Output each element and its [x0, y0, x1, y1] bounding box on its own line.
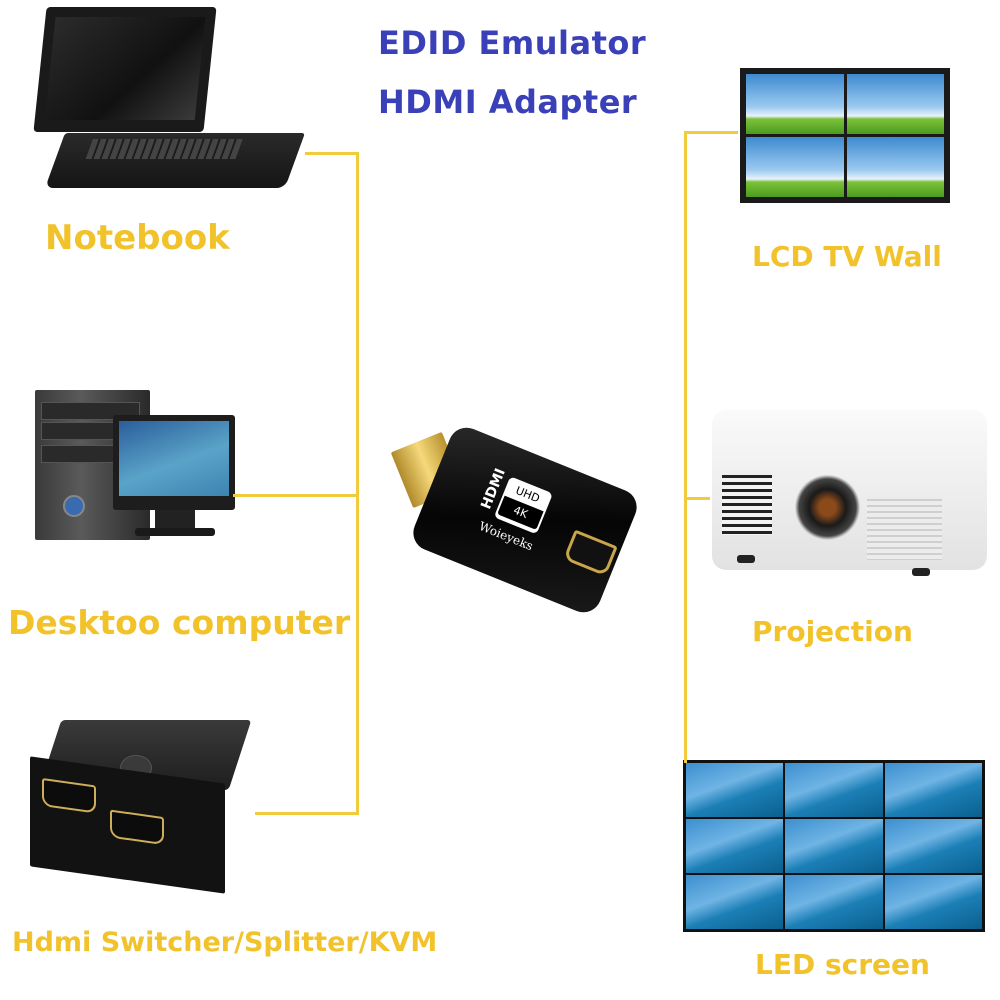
connector-left-trunk — [356, 152, 359, 815]
source-label-switcher: Hdmi Switcher/Splitter/KVM — [12, 927, 438, 958]
desktop-computer-icon — [35, 385, 240, 545]
title-line-1: EDID Emulator — [378, 24, 647, 62]
connector-desktop — [233, 494, 359, 497]
lcd-tv-wall-icon — [740, 68, 950, 203]
connector-notebook — [305, 152, 359, 155]
display-label-projection: Projection — [752, 615, 913, 648]
connector-switcher — [255, 812, 359, 815]
led-screen-icon — [683, 760, 985, 932]
connector-right-trunk — [684, 131, 687, 763]
title-line-2: HDMI Adapter — [378, 83, 638, 121]
hdmi-switch-icon — [25, 715, 255, 894]
source-label-desktop: Desktoo computer — [8, 603, 351, 642]
edid-adapter-icon: HDMI UHD 4K Woieyeks — [390, 420, 655, 620]
display-label-lcd-wall: LCD TV Wall — [752, 240, 942, 273]
projector-icon — [707, 405, 992, 580]
connector-lcd-wall — [684, 131, 738, 134]
display-label-led: LED screen — [755, 948, 930, 981]
source-label-notebook: Notebook — [45, 218, 230, 258]
laptop-icon — [25, 5, 306, 195]
connector-projector — [684, 497, 710, 500]
